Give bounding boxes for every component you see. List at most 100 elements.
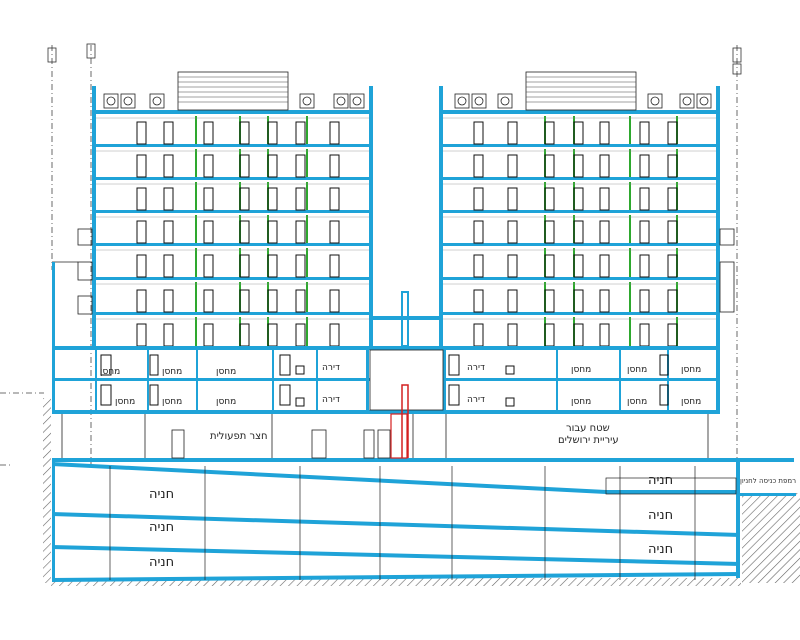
door-opening — [136, 121, 147, 145]
label-parking-l3: חניה — [149, 555, 175, 570]
door-opening — [295, 187, 306, 211]
door-opening — [329, 220, 340, 244]
label-apartment-l1: דירה — [322, 363, 340, 373]
door-opening — [267, 220, 278, 244]
label-parking-l1: חניה — [149, 487, 175, 502]
door-opening — [667, 220, 678, 244]
door-opening — [267, 121, 278, 145]
door-opening — [329, 289, 340, 313]
door-opening — [667, 254, 678, 278]
door-opening — [239, 289, 250, 313]
label-storage-r6: מחסן — [681, 397, 702, 407]
door-opening — [507, 220, 518, 244]
door-opening — [639, 121, 650, 145]
door-opening — [639, 323, 650, 347]
door-opening — [136, 323, 147, 347]
door-opening — [267, 154, 278, 178]
door-opening — [544, 121, 555, 145]
label-storage-l2: מחסן — [162, 367, 183, 377]
door-opening — [599, 323, 610, 347]
door-opening — [507, 154, 518, 178]
floor-slab — [439, 177, 720, 180]
floor-slab — [439, 277, 720, 280]
label-ramp-entrance: רמפת כניסה לחניון — [740, 477, 797, 485]
label-storage-l4: מחסן — [115, 397, 136, 407]
door-opening — [329, 154, 340, 178]
door-opening — [507, 289, 518, 313]
label-parking-r3: חניה — [648, 542, 674, 557]
label-apartment-l2: דירה — [322, 395, 340, 405]
door-opening — [329, 323, 340, 347]
door-opening — [599, 154, 610, 178]
label-parking-r1: חניה — [648, 473, 674, 488]
door-opening — [239, 254, 250, 278]
ground-floor — [52, 413, 794, 462]
door-opening — [203, 121, 214, 145]
floor-slab — [92, 177, 373, 180]
floor-slab — [439, 210, 720, 213]
label-storage-l1: מחסן — [100, 367, 121, 377]
door-opening — [267, 187, 278, 211]
label-storage-l5: מחסן — [162, 397, 183, 407]
door-opening — [329, 187, 340, 211]
door-opening — [507, 323, 518, 347]
door-opening — [295, 121, 306, 145]
door-opening — [239, 323, 250, 347]
door-opening — [295, 220, 306, 244]
door-opening — [599, 187, 610, 211]
earth-hatch — [43, 398, 800, 586]
axis-lines — [0, 45, 738, 470]
door-opening — [295, 154, 306, 178]
door-opening — [573, 220, 584, 244]
left-tower — [92, 71, 373, 346]
tower-floors — [92, 116, 720, 349]
door-opening — [544, 220, 555, 244]
door-opening — [507, 254, 518, 278]
door-opening — [667, 154, 678, 178]
door-opening — [473, 289, 484, 313]
door-opening — [203, 289, 214, 313]
floor-slab — [92, 277, 373, 280]
door-opening — [573, 187, 584, 211]
door-opening — [163, 154, 174, 178]
door-opening — [599, 220, 610, 244]
door-opening — [544, 154, 555, 178]
door-opening — [544, 323, 555, 347]
door-opening — [667, 289, 678, 313]
door-opening — [667, 323, 678, 347]
door-opening — [473, 187, 484, 211]
door-opening — [203, 220, 214, 244]
floor-slab — [92, 210, 373, 213]
door-opening — [599, 254, 610, 278]
label-service-yard: חצר תפעולית — [210, 431, 268, 442]
door-opening — [473, 220, 484, 244]
door-opening — [136, 254, 147, 278]
door-opening — [473, 121, 484, 145]
label-storage-l6: מחסן — [216, 397, 237, 407]
door-opening — [639, 289, 650, 313]
door-opening — [203, 323, 214, 347]
balconies — [52, 228, 735, 315]
door-opening — [163, 187, 174, 211]
label-parking-r2: חניה — [648, 508, 674, 523]
door-opening — [163, 289, 174, 313]
label-storage-r4: מחסן — [571, 397, 592, 407]
label-parking-l2: חניה — [149, 520, 175, 535]
door-opening — [295, 323, 306, 347]
door-opening — [573, 289, 584, 313]
door-opening — [267, 289, 278, 313]
door-opening — [329, 254, 340, 278]
label-apartment-r2: דירה — [467, 395, 485, 405]
label-storage-r2: מחסן — [627, 365, 648, 375]
door-opening — [573, 323, 584, 347]
label-public-passage-1: שטח עבור — [566, 423, 610, 434]
door-opening — [136, 220, 147, 244]
label-storage-r5: מחסן — [627, 397, 648, 407]
axis-markers — [47, 43, 742, 75]
door-opening — [507, 187, 518, 211]
door-opening — [163, 254, 174, 278]
door-opening — [667, 121, 678, 145]
floor-slab — [439, 243, 720, 246]
door-opening — [163, 220, 174, 244]
